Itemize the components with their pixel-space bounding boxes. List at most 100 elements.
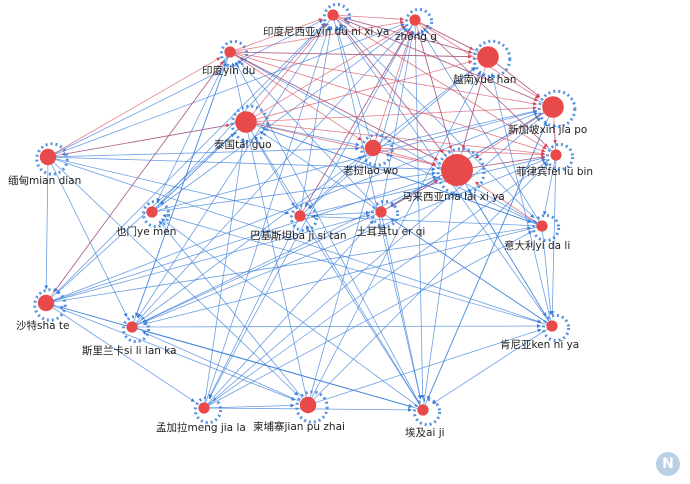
node-label-aiji: 埃及ai ji	[405, 426, 445, 439]
node-taiguo[interactable]	[235, 111, 257, 133]
secondary-edge-indonesia-malaixiya	[332, 14, 444, 154]
node-ring-yuenan	[472, 39, 512, 79]
primary-edge-indonesia-sililanka	[137, 14, 334, 318]
primary-edge-zhongguo-mengjiala	[209, 19, 416, 399]
node-label-sililanka: 斯里兰卡si li lan ka	[82, 344, 177, 357]
primary-edge-xinjiapo-aiji	[427, 106, 554, 400]
primary-edge-sililanka-zhongguo	[131, 28, 408, 328]
primary-edge-yinDu-yemen	[156, 51, 231, 203]
primary-edge-sililanka-malaixiya	[131, 179, 438, 328]
primary-edge-yidali-sililanka	[142, 225, 543, 326]
node-shate[interactable]	[37, 294, 55, 312]
secondary-edge-yinDu-laowo	[229, 51, 362, 141]
node-tuerqi[interactable]	[375, 206, 387, 218]
primary-edge-tuerqi-aiji	[380, 211, 422, 400]
primary-edge-kenniya-yuenan	[490, 72, 553, 327]
primary-edge-miandian-jianpuzhai	[47, 156, 299, 396]
node-label-shate: 沙特sha te	[16, 320, 69, 332]
secondary-edge-zhongguo-xinjiapo	[414, 19, 540, 99]
secondary-edge-xinjiapo-malaixiya	[474, 106, 554, 159]
primary-edge-sililanka-kenniya	[131, 324, 542, 329]
secondary-edge-zhongguo-yuenan	[414, 19, 474, 50]
secondary-edge-yidali-malaixiya	[474, 181, 543, 227]
node-xinjiapo[interactable]	[542, 96, 564, 118]
node-malaixiya[interactable]	[441, 154, 473, 186]
node-ring-yidali	[531, 213, 561, 243]
node-miandian[interactable]	[39, 148, 57, 166]
primary-edge-taiguo-yemen	[159, 121, 247, 205]
secondary-edge-indonesia-yuenan	[332, 14, 473, 54]
primary-edge-miandian-malaixiya	[47, 156, 436, 172]
primary-edge-shate-malaixiya	[45, 175, 437, 304]
node-ring-kenniya	[541, 313, 571, 343]
node-laowo[interactable]	[364, 139, 382, 157]
node-zhongguo[interactable]	[409, 14, 421, 26]
node-ring-sililanka	[121, 314, 151, 344]
secondary-edge-miandian-yinDu	[47, 57, 221, 158]
secondary-edge-bajisitan-zhongguo	[299, 29, 410, 217]
node-ring-feilvbin	[545, 142, 575, 172]
node-yuenan[interactable]	[477, 46, 499, 68]
node-feilvbin[interactable]	[550, 149, 562, 161]
primary-edge-miandian-laowo	[47, 146, 360, 158]
node-label-yuenan: 越南yue han	[453, 73, 516, 86]
node-label-kenniya: 肯尼亚ken ni ya	[500, 338, 579, 351]
primary-edge-sililanka-aiji	[131, 326, 413, 408]
primary-edge-aiji-bajisitan	[305, 225, 424, 411]
node-jianpuzhai[interactable]	[299, 396, 317, 414]
primary-edge-yemen-xinjiapo	[151, 110, 538, 213]
primary-edge-mengjiala-jianpuzhai	[203, 403, 295, 409]
primary-edge-feilvbin-kenniya	[550, 154, 557, 316]
primary-edge-yemen-malaixiya	[151, 171, 436, 213]
node-mengjiala[interactable]	[198, 402, 210, 414]
secondary-edge-yuenan-malaixiya	[461, 56, 489, 150]
primary-edge-miandian-shate	[44, 156, 49, 290]
node-ring-miandian	[35, 142, 69, 176]
node-label-bajisitan: 巴基斯坦ba ji si tan	[250, 229, 347, 242]
primary-edge-jianpuzhai-yemen	[158, 220, 309, 406]
secondary-edge-taiguo-zhongguo	[245, 25, 406, 123]
primary-edge-bajisitan-yuenan	[299, 67, 476, 217]
node-yidali[interactable]	[536, 220, 548, 232]
node-aiji[interactable]	[417, 404, 429, 416]
primary-edge-taiguo-yidali	[245, 121, 532, 223]
node-indonesia[interactable]	[327, 9, 339, 21]
secondary-edge-indonesia-feilvbin	[332, 14, 547, 150]
primary-edge-yinDu-sililanka	[135, 51, 231, 317]
node-label-indonesia: 印度尼西亚yin du ni xi ya	[263, 25, 389, 38]
primary-edge-yidali-zhongguo	[420, 29, 543, 227]
primary-edge-shate-indonesia	[45, 22, 326, 304]
primary-edge-taiguo-laowo	[245, 121, 360, 147]
node-bajisitan[interactable]	[294, 210, 306, 222]
primary-edge-mengjiala-xinjiapo	[203, 117, 541, 409]
secondary-edge-indonesia-zhongguo	[332, 14, 405, 22]
primary-edge-aiji-malaixiya	[422, 191, 456, 411]
node-yemen[interactable]	[146, 206, 158, 218]
secondary-edge-yinDu-zhongguo	[229, 20, 405, 53]
secondary-edge-yinDu-feilvbin	[229, 51, 546, 153]
node-ring-taiguo	[230, 104, 270, 144]
node-ring-mengjiala	[193, 395, 223, 425]
primary-edge-aiji-yemen	[160, 218, 424, 411]
secondary-edge-taiguo-xinjiapo	[245, 105, 537, 123]
node-label-malaixiya: 马来西亚ma lai xi ya	[402, 191, 505, 203]
primary-edge-laowo-xinjiapo	[372, 109, 538, 149]
primary-edge-laowo-indonesia	[335, 25, 374, 149]
node-label-jianpuzhai: 柬埔寨jian pu zhai	[253, 420, 345, 433]
secondary-edge-taiguo-malaixiya	[245, 121, 437, 167]
primary-edge-shate-mengjiala	[45, 302, 195, 402]
node-kenniya[interactable]	[546, 320, 558, 332]
primary-edge-aiji-taiguo	[254, 135, 424, 411]
node-label-zhongguo: zhong g	[395, 31, 437, 43]
secondary-edge-yinDu-malaixiya	[229, 51, 439, 161]
node-ring-laowo	[360, 133, 394, 167]
secondary-edge-taiguo-feilvbin	[245, 121, 546, 156]
primary-edge-miandian-bajisitan	[47, 156, 290, 215]
primary-edge-miandian-zhongguo	[47, 23, 405, 158]
node-yinDu[interactable]	[224, 46, 236, 58]
primary-edge-mengjiala-feilvbin	[203, 161, 548, 409]
node-sililanka[interactable]	[126, 321, 138, 333]
secondary-edge-zhongguo-malaixiya	[414, 19, 453, 150]
